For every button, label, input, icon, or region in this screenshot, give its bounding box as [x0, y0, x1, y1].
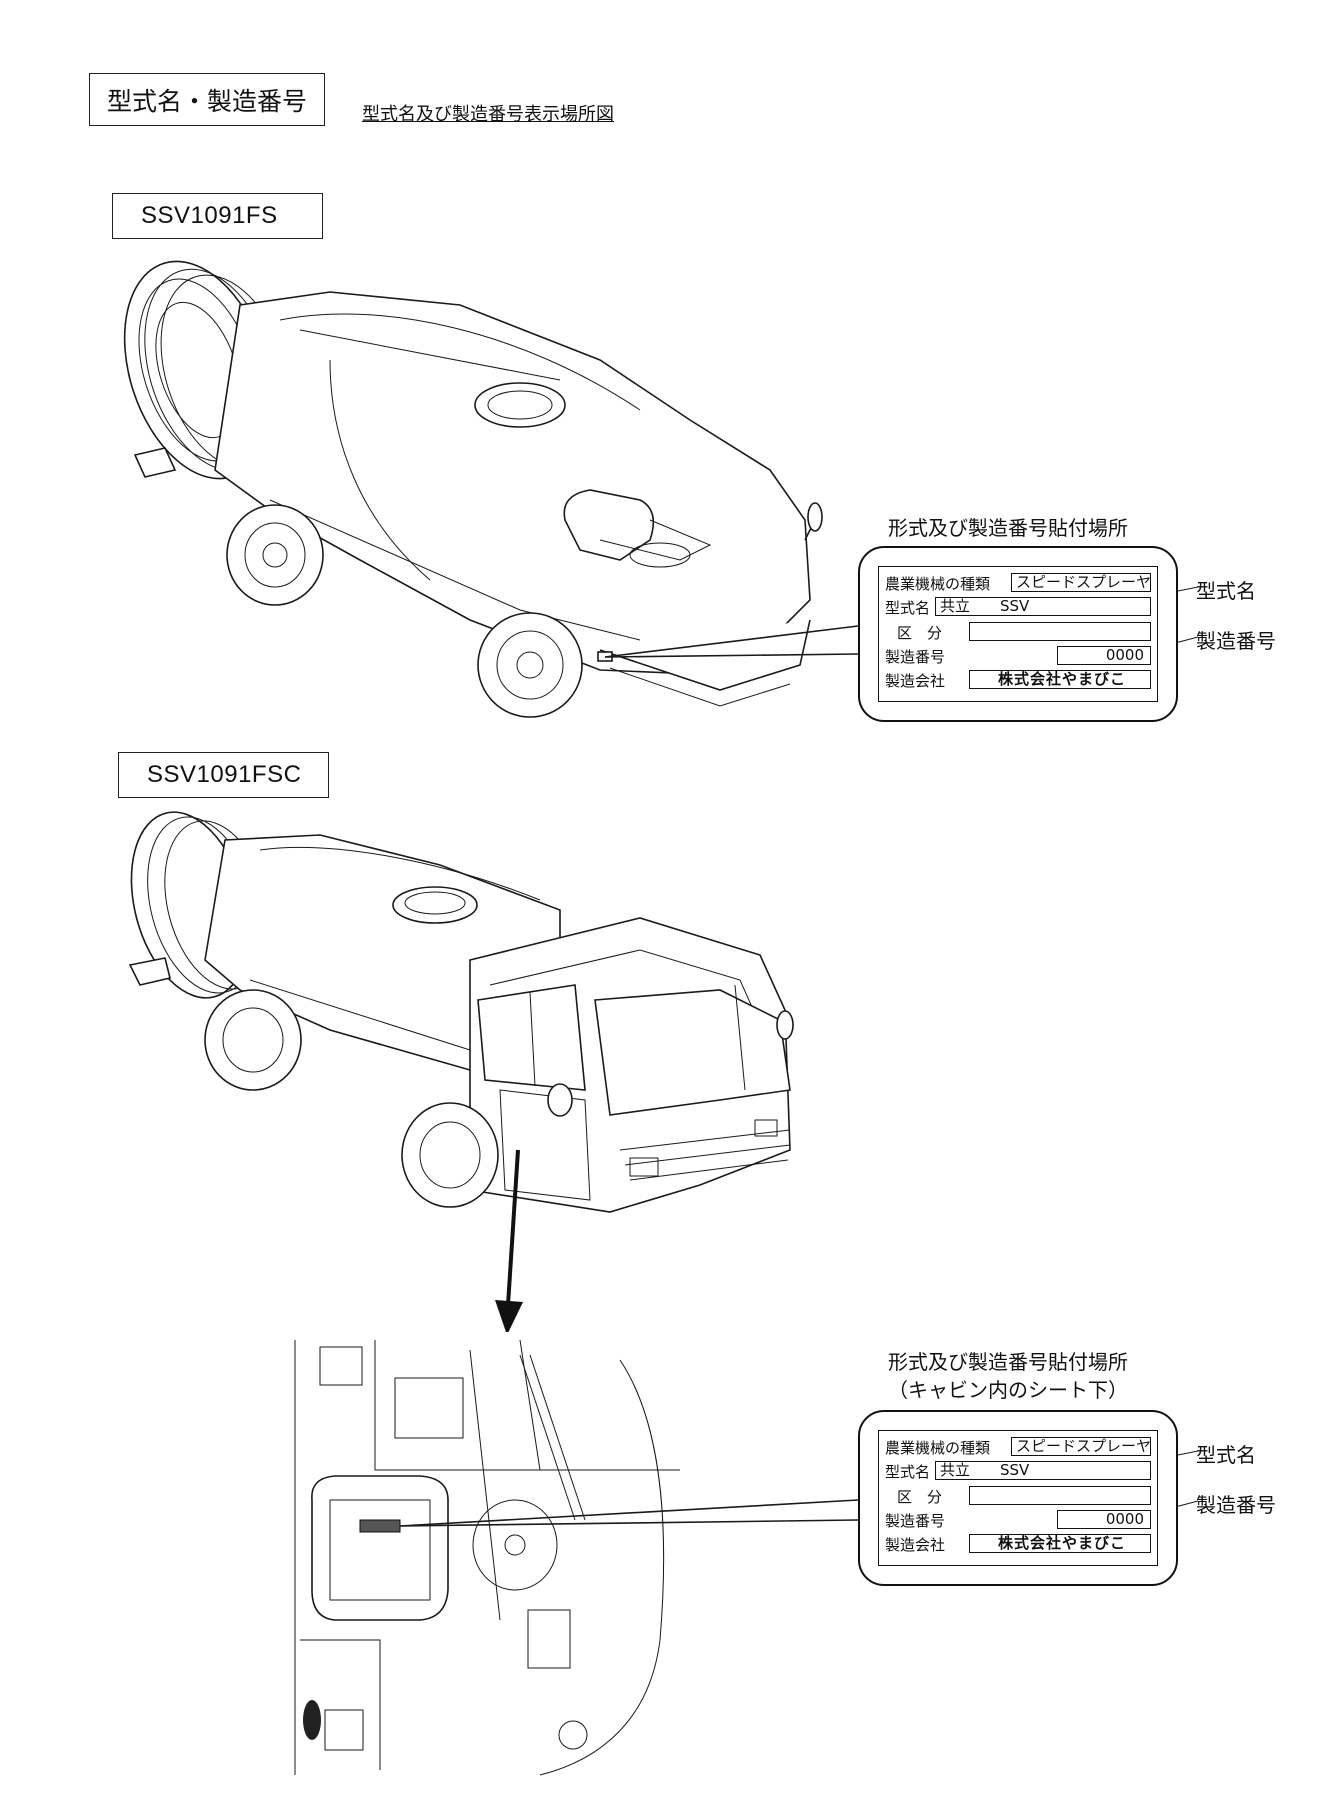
- callout-serial-number: 製造番号: [1196, 629, 1276, 653]
- plate-label-machine-type: 農業機械の種類: [885, 1439, 991, 1457]
- sticker-location-note: （キャビン内のシート下）: [888, 1378, 1128, 1402]
- sticker-location-caption: 形式及び製造番号貼付場所: [888, 516, 1128, 540]
- sprayer-illustration-fsc: [128, 811, 794, 1213]
- plate-value-serial: 0000: [1057, 1510, 1151, 1529]
- arrow-head: [495, 1300, 523, 1335]
- nameplate-frame: 農業機械の種類 スピードスプレーヤ 型式名 共立 SSV 区 分 製造番号 00…: [878, 1430, 1158, 1566]
- nameplate: 農業機械の種類 スピードスプレーヤ 型式名 共立 SSV 区 分 製造番号 00…: [858, 546, 1178, 722]
- section-subtitle: 型式名及び製造番号表示場所図: [362, 104, 614, 125]
- model-label-ssv1091fsc: SSV1091FSC: [118, 752, 329, 798]
- plate-value-serial: 0000: [1057, 646, 1151, 665]
- plate-value-manufacturer: 株式会社やまびこ: [969, 1534, 1151, 1553]
- model-label-ssv1091fs: SSV1091FS: [112, 193, 323, 239]
- leader-line: [604, 625, 859, 658]
- plate-label-model: 型式名: [885, 1463, 931, 1481]
- plate-value-manufacturer: 株式会社やまびこ: [969, 670, 1151, 689]
- plate-value-model: 共立 SSV: [935, 597, 1151, 616]
- leader-line: [399, 1519, 859, 1527]
- callout-model-name: 型式名: [1196, 579, 1256, 603]
- nameplate-cabin: 農業機械の種類 スピードスプレーヤ 型式名 共立 SSV 区 分 製造番号 00…: [858, 1410, 1178, 1586]
- plate-value-model: 共立 SSV: [935, 1461, 1151, 1480]
- plate-label-serial: 製造番号: [885, 1512, 946, 1530]
- plate-value-machine-type: スピードスプレーヤ: [1011, 573, 1151, 592]
- plate-label-machine-type: 農業機械の種類: [885, 575, 991, 593]
- plate-value-category: [969, 622, 1151, 641]
- plate-label-manufacturer: 製造会社: [885, 1536, 946, 1554]
- sticker-location-caption-cabin: 形式及び製造番号貼付場所: [888, 1350, 1128, 1374]
- arrow-down: [506, 1149, 520, 1306]
- callout-serial-number: 製造番号: [1196, 1493, 1276, 1517]
- plate-label-manufacturer: 製造会社: [885, 672, 946, 690]
- nameplate-frame: 農業機械の種類 スピードスプレーヤ 型式名 共立 SSV 区 分 製造番号 00…: [878, 566, 1158, 702]
- section-title: 型式名・製造番号: [89, 73, 325, 126]
- leader-line: [399, 1499, 859, 1527]
- plate-label-serial: 製造番号: [885, 648, 946, 666]
- plate-label-category: 区 分: [897, 1488, 943, 1506]
- cabin-top-view: [290, 1332, 680, 1777]
- plate-value-machine-type: スピードスプレーヤ: [1011, 1437, 1151, 1456]
- leader-line: [604, 653, 859, 658]
- plate-value-category: [969, 1486, 1151, 1505]
- plate-label-model: 型式名: [885, 599, 931, 617]
- plate-label-category: 区 分: [897, 624, 943, 642]
- sprayer-illustration-fs: [123, 260, 823, 718]
- callout-model-name: 型式名: [1196, 1443, 1256, 1467]
